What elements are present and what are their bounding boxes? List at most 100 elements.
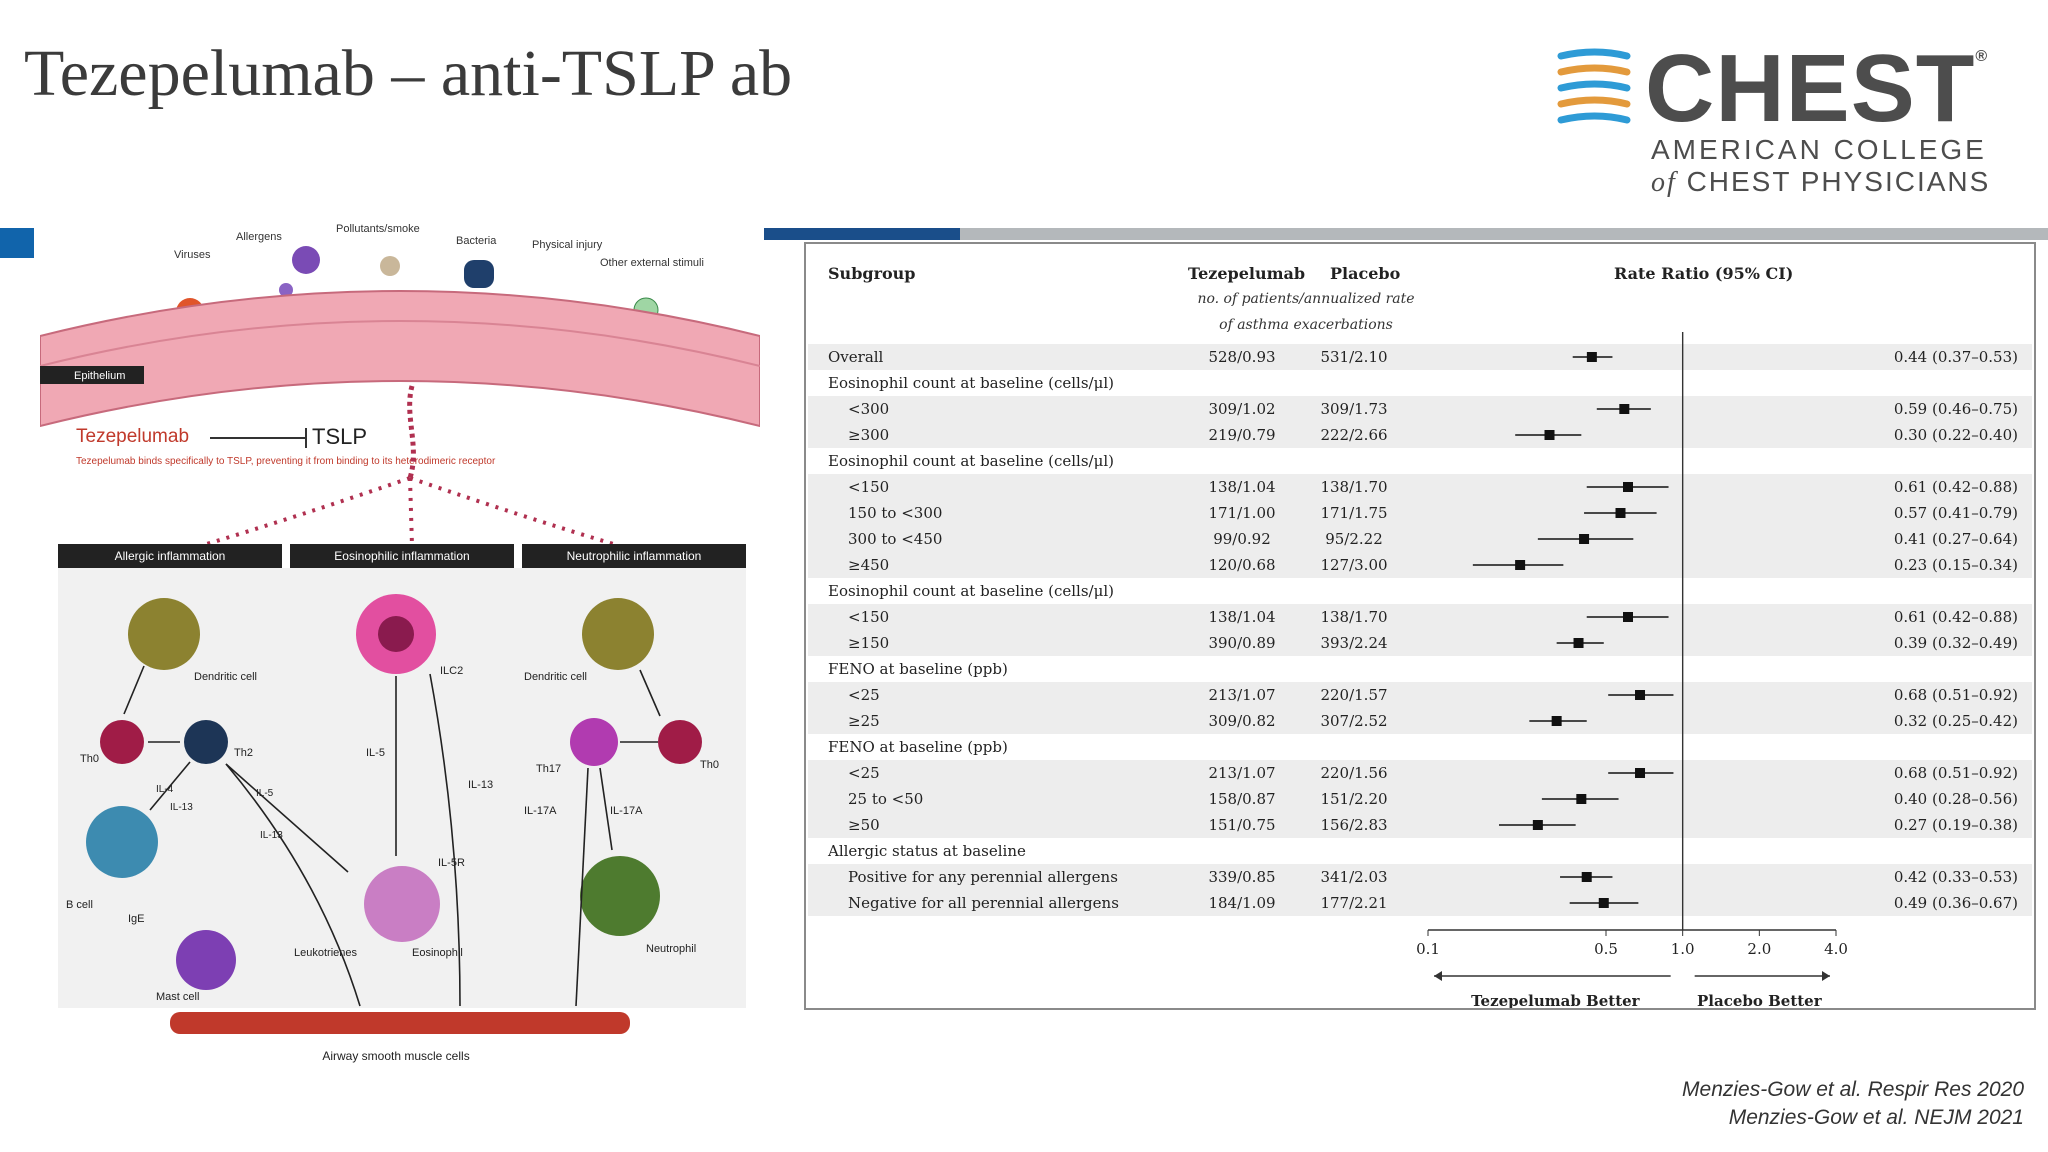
tezepelumab-value: 138/1.04 <box>1208 608 1276 626</box>
mast-cell <box>176 930 236 990</box>
trigger-viruses: Viruses <box>174 249 211 261</box>
arrow-left-head <box>1434 971 1442 981</box>
citations: Menzies-Gow et al. Respir Res 2020 Menzi… <box>1682 1076 2024 1132</box>
accent-tab-left <box>0 228 34 258</box>
x-tick-label: 4.0 <box>1824 940 1848 958</box>
subgroup-label: Allergic status at baseline <box>828 842 1026 860</box>
rate-ratio-text: 0.59 (0.46–0.75) <box>1893 400 2018 418</box>
svg-text:IL-17A: IL-17A <box>524 805 557 817</box>
logo-subtitle-1: AMERICAN COLLEGE <box>1651 134 1987 165</box>
placebo-value: 138/1.70 <box>1320 608 1388 626</box>
subgroup-label: <150 <box>848 478 890 496</box>
point-estimate <box>1551 716 1562 726</box>
point-estimate <box>1619 404 1630 414</box>
point-estimate <box>1623 482 1634 492</box>
placebo-value: 393/2.24 <box>1320 634 1388 652</box>
rate-ratio-text: 0.44 (0.37–0.53) <box>1893 348 2018 366</box>
drug-desc: Tezepelumab binds specifically to TSLP, … <box>76 456 496 467</box>
eosinophil-cell <box>364 866 440 942</box>
subgroup-header-row: FENO at baseline (ppb) <box>808 656 2032 682</box>
citation-2: Menzies-Gow et al. NEJM 2021 <box>1728 1106 2024 1129</box>
forest-plot: Subgroup Tezepelumab Placebo Rate Ratio … <box>804 242 2036 1010</box>
svg-text:IL-13: IL-13 <box>260 830 283 841</box>
tezepelumab-value: 99/0.92 <box>1213 530 1271 548</box>
x-tick-label: 1.0 <box>1671 940 1695 958</box>
subgroup-label: <25 <box>848 686 880 704</box>
trigger-allergens: Allergens <box>236 231 282 243</box>
placebo-value: 151/2.20 <box>1320 790 1388 808</box>
svg-text:IL-5: IL-5 <box>366 747 385 759</box>
placebo-value: 309/1.73 <box>1320 400 1388 418</box>
svg-text:IL-5R: IL-5R <box>438 857 465 869</box>
trigger-pollutants: Pollutants/smoke <box>336 223 420 235</box>
subgroup-label: <150 <box>848 608 890 626</box>
svg-text:Mast cell: Mast cell <box>156 991 199 1003</box>
chest-helix-icon <box>1557 48 1631 124</box>
tezepelumab-value: 184/1.09 <box>1208 894 1276 912</box>
drug-name: Tezepelumab <box>76 426 189 447</box>
placebo-value: 341/2.03 <box>1320 868 1388 886</box>
point-estimate <box>1581 872 1592 882</box>
neutrophil-cell <box>580 856 660 936</box>
placebo-value: 220/1.57 <box>1320 686 1388 704</box>
slide-title: Tezepelumab – anti-TSLP ab <box>24 37 793 110</box>
rate-ratio-text: 0.42 (0.33–0.53) <box>1893 868 2018 886</box>
placebo-value: 222/2.66 <box>1320 426 1388 444</box>
trigger-bacteria: Bacteria <box>456 235 497 247</box>
allergen-icon <box>292 246 320 274</box>
svg-text:IL-13: IL-13 <box>468 779 493 791</box>
placebo-value: 127/3.00 <box>1320 556 1388 574</box>
tezepelumab-value: 158/0.87 <box>1208 790 1276 808</box>
rate-ratio-text: 0.39 (0.32–0.49) <box>1893 634 2018 652</box>
logo-subtitle-2: of CHEST PHYSICIANS <box>1651 166 1991 198</box>
svg-text:ILC2: ILC2 <box>440 665 463 677</box>
col-placebo: Placebo <box>1330 264 1401 283</box>
tezepelumab-value: 309/1.02 <box>1208 400 1276 418</box>
svg-text:Neutrophil: Neutrophil <box>646 943 696 955</box>
panel-neutrophilic: Neutrophilic inflammation <box>567 549 702 563</box>
placebo-value: 95/2.22 <box>1325 530 1383 548</box>
tslp-label: TSLP <box>312 424 367 449</box>
rate-ratio-text: 0.27 (0.19–0.38) <box>1893 816 2018 834</box>
rate-ratio-text: 0.68 (0.51–0.92) <box>1893 686 2018 704</box>
th17-cell <box>570 718 618 766</box>
point-estimate <box>1573 638 1584 648</box>
mechanism-diagram: Viruses Allergens Pollutants/smoke Bacte… <box>39 216 761 1076</box>
subgroup-header-row: Allergic status at baseline <box>808 838 2032 864</box>
chest-logo: CHEST® AMERICAN COLLEGE of CHEST PHYSICI… <box>1555 35 1995 200</box>
point-estimate <box>1579 534 1590 544</box>
subgroup-label: <300 <box>848 400 890 418</box>
col-subgroup: Subgroup <box>828 264 916 283</box>
tezepelumab-value: 309/0.82 <box>1208 712 1276 730</box>
citation-1: Menzies-Gow et al. Respir Res 2020 <box>1682 1078 2024 1101</box>
svg-text:IL-17A: IL-17A <box>610 805 643 817</box>
dendritic-cell-1 <box>128 598 200 670</box>
tezepelumab-value: 213/1.07 <box>1208 686 1276 704</box>
tezepelumab-value: 390/0.89 <box>1208 634 1276 652</box>
col-subheader: no. of patients/annualized rate of asthm… <box>1197 291 1415 333</box>
placebo-value: 220/1.56 <box>1320 764 1388 782</box>
rate-ratio-text: 0.68 (0.51–0.92) <box>1893 764 2018 782</box>
point-estimate <box>1623 612 1634 622</box>
trigger-other: Other external stimuli <box>600 257 704 269</box>
pollutant-icon <box>380 256 400 276</box>
subgroup-label: FENO at baseline (ppb) <box>828 738 1008 756</box>
logo-wordmark: CHEST® <box>1645 35 1989 142</box>
panel-allergic: Allergic inflammation <box>115 549 226 563</box>
svg-text:B cell: B cell <box>66 899 93 911</box>
svg-text:Dendritic cell: Dendritic cell <box>194 671 257 683</box>
svg-text:IL-5: IL-5 <box>256 788 274 799</box>
tezepelumab-value: 120/0.68 <box>1208 556 1276 574</box>
point-estimate <box>1532 820 1543 830</box>
arrow-right-head <box>1822 971 1830 981</box>
svg-text:Th17: Th17 <box>536 763 561 775</box>
svg-text:Th2: Th2 <box>234 747 253 759</box>
